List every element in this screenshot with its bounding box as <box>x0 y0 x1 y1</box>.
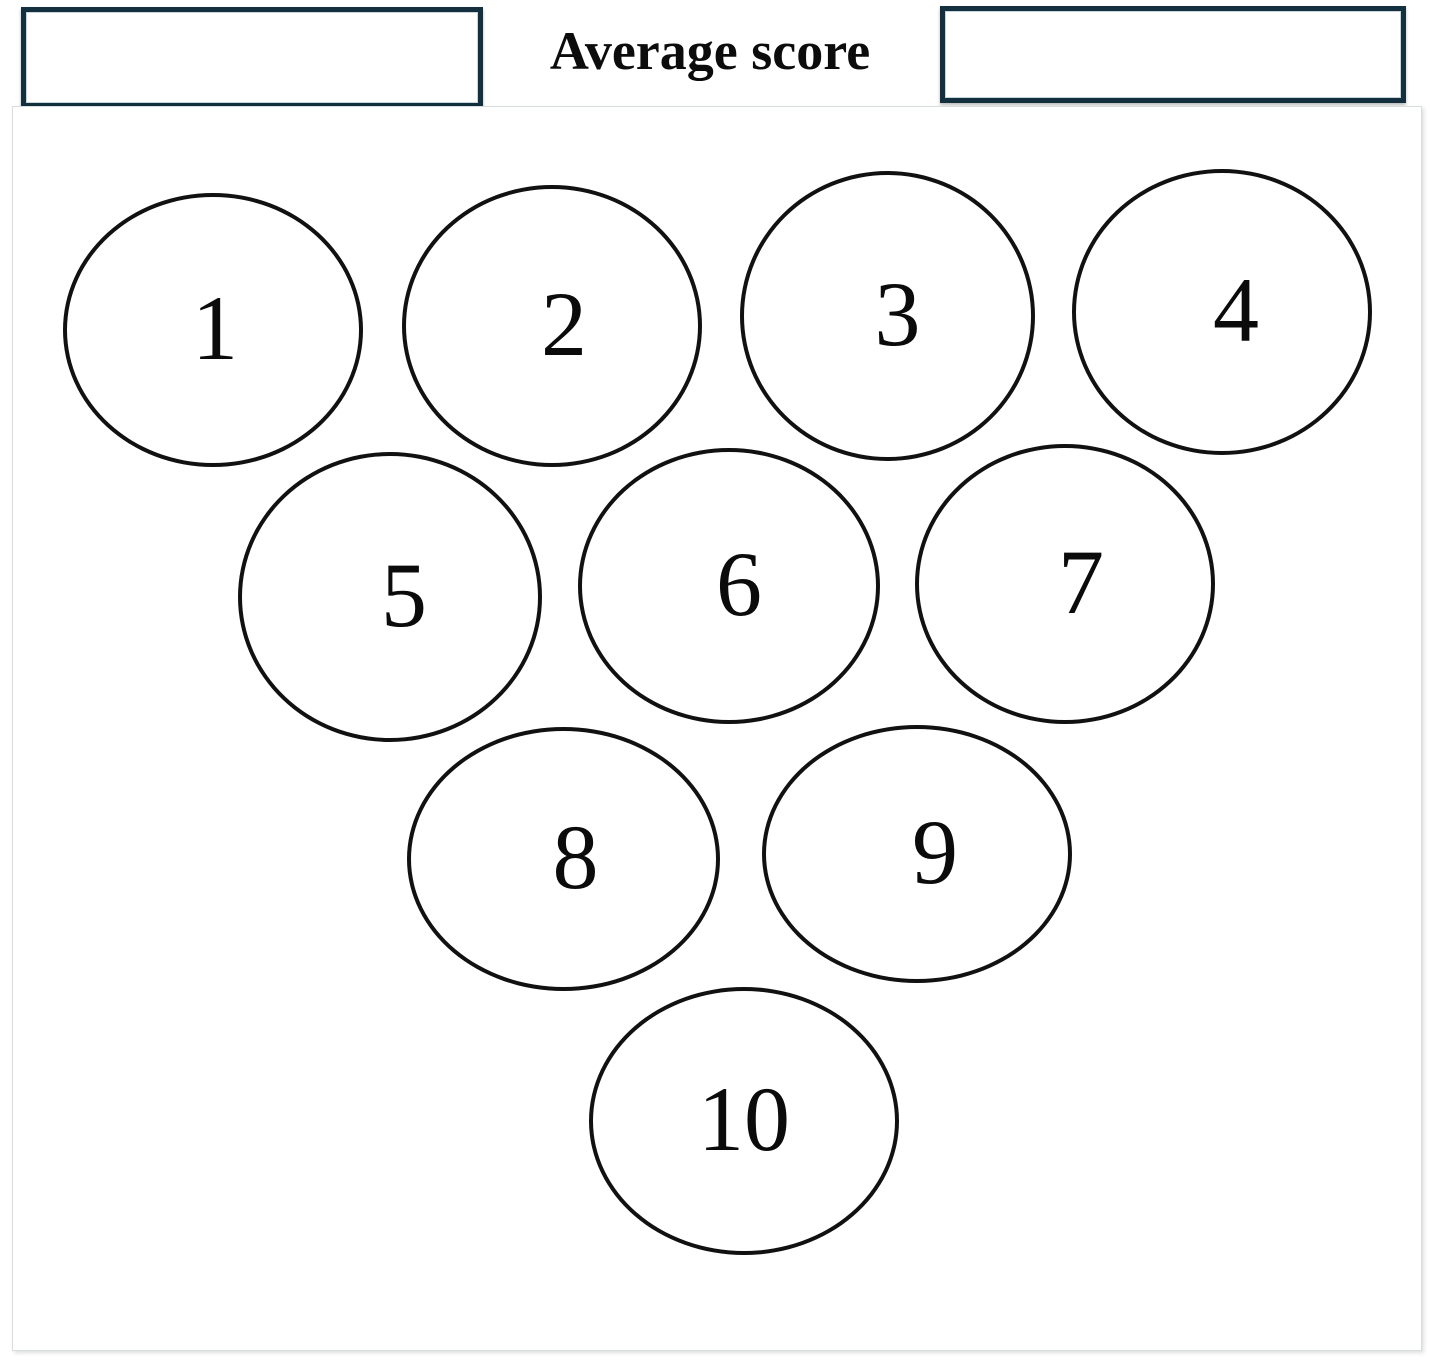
bubble-10[interactable]: 10 <box>589 987 899 1255</box>
bubble-8-label: 8 <box>552 806 599 908</box>
header-bar: Average score <box>0 0 1430 112</box>
bubble-7[interactable]: 7 <box>915 444 1215 724</box>
bubble-1[interactable]: 1 <box>63 193 363 467</box>
bubble-10-label: 10 <box>698 1068 790 1170</box>
bubble-9[interactable]: 9 <box>762 725 1072 983</box>
bubble-9-label: 9 <box>912 801 958 903</box>
bubble-3[interactable]: 3 <box>740 171 1035 461</box>
bubble-4[interactable]: 4 <box>1072 169 1372 455</box>
bubble-4-label: 4 <box>1213 259 1259 361</box>
bubble-6[interactable]: 6 <box>578 448 880 724</box>
left-score-field[interactable] <box>21 7 483 108</box>
bubble-5[interactable]: 5 <box>238 452 542 742</box>
page-title: Average score <box>549 21 871 81</box>
bubble-3-label: 3 <box>874 263 921 365</box>
bubble-6-label: 6 <box>716 533 762 635</box>
bubble-2[interactable]: 2 <box>402 185 702 467</box>
bubble-2-label: 2 <box>541 273 587 375</box>
bubble-8[interactable]: 8 <box>407 727 720 991</box>
right-score-field-inset <box>945 11 1401 98</box>
left-score-field-inset <box>26 12 478 103</box>
bubble-cluster: 1 2 3 4 5 6 7 8 <box>13 107 1421 1350</box>
bubble-7-label: 7 <box>1058 531 1104 633</box>
right-score-field[interactable] <box>940 6 1406 103</box>
bubble-5-label: 5 <box>381 544 427 646</box>
bubble-1-label: 1 <box>192 277 238 379</box>
diagram-panel: 1 2 3 4 5 6 7 8 <box>12 106 1422 1351</box>
